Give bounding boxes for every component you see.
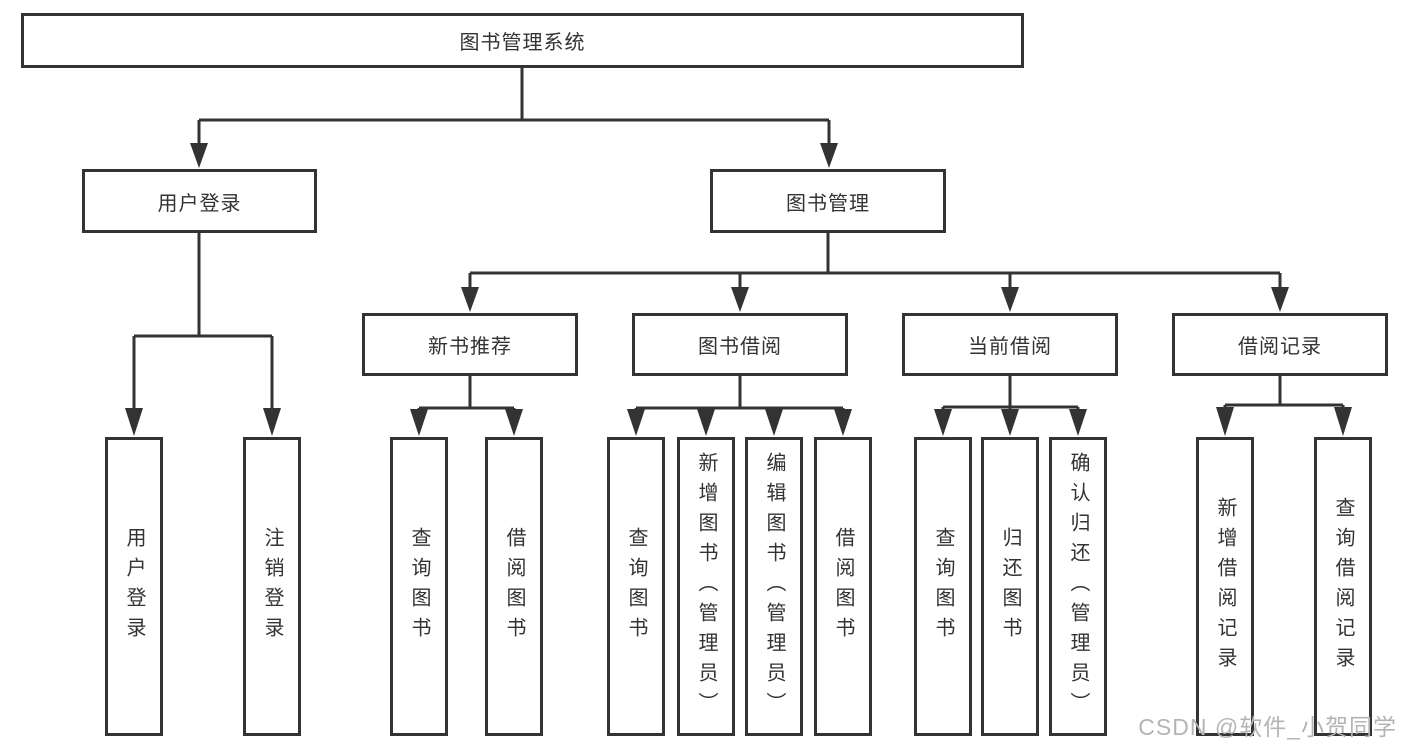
leaf-logout-label: 注销登录 [261,526,283,647]
leaf-query-borrow-record-label: 查询借阅记录 [1332,496,1354,677]
node-user-login: 用户登录 [82,169,317,233]
node-book-management: 图书管理 [710,169,946,233]
node-root: 图书管理系统 [21,13,1024,68]
leaf-query-books-current: 查询图书 [914,437,972,736]
arrowheads [125,143,1352,436]
node-new-book-recommend-label: 新书推荐 [428,336,512,358]
leaf-query-books-borrow: 查询图书 [607,437,665,736]
leaf-query-books-current-label: 查询图书 [932,526,954,647]
node-book-management-label: 图书管理 [786,192,870,215]
leaf-logout: 注销登录 [243,437,301,736]
leaf-user-login-label: 用户登录 [123,526,145,647]
node-borrow-records: 借阅记录 [1172,313,1388,376]
connector-paths [132,68,1345,410]
leaf-return-books: 归还图书 [981,437,1039,736]
leaf-add-borrow-record: 新增借阅记录 [1196,437,1254,736]
node-current-borrow-label: 当前借阅 [968,336,1052,358]
leaf-query-books-recommend-label: 查询图书 [408,526,430,647]
csdn-watermark: CSDN @软件_小贺同学 [1138,714,1397,740]
node-new-book-recommend: 新书推荐 [362,313,578,376]
node-borrow-records-label: 借阅记录 [1238,336,1322,358]
leaf-edit-books-admin: 编辑图书（管理员） [745,437,803,736]
node-book-borrow-label: 图书借阅 [698,336,782,358]
leaf-edit-books-admin-label: 编辑图书（管理员） [763,451,785,722]
leaf-confirm-return-admin-label: 确认归还（管理员） [1067,451,1089,722]
leaf-confirm-return-admin: 确认归还（管理员） [1049,437,1107,736]
leaf-borrow-books-label: 借阅图书 [832,526,854,647]
leaf-query-books-recommend: 查询图书 [390,437,448,736]
leaf-add-books-admin-label: 新增图书（管理员） [695,451,717,722]
node-root-label: 图书管理系统 [459,32,586,54]
leaf-user-login: 用户登录 [105,437,163,736]
leaf-query-borrow-record: 查询借阅记录 [1314,437,1372,736]
leaf-borrow-books-recommend-label: 借阅图书 [503,526,525,647]
leaf-borrow-books: 借阅图书 [814,437,872,736]
leaf-return-books-label: 归还图书 [999,526,1021,647]
leaf-add-borrow-record-label: 新增借阅记录 [1214,496,1236,677]
leaf-query-books-borrow-label: 查询图书 [625,526,647,647]
node-user-login-label: 用户登录 [157,192,242,215]
node-book-borrow: 图书借阅 [632,313,848,376]
leaf-add-books-admin: 新增图书（管理员） [677,437,735,736]
leaf-borrow-books-recommend: 借阅图书 [485,437,543,736]
node-current-borrow: 当前借阅 [902,313,1118,376]
